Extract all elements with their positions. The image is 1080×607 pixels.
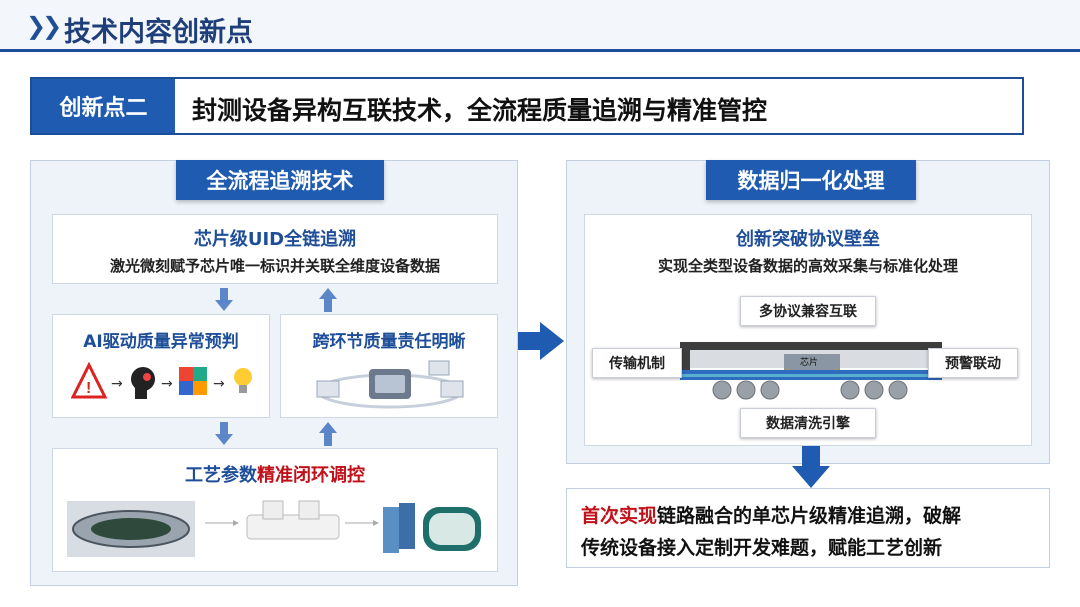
traceability-heading: 全流程追溯技术 xyxy=(176,160,384,200)
arrow-up-icon xyxy=(319,288,337,312)
uid-trace-desc: 激光微刻赋予芯片唯一标识并关联全维度设备数据 xyxy=(109,257,440,275)
chip-network-illustration xyxy=(316,360,464,409)
lightbulb-icon xyxy=(234,368,252,386)
uid-trace-card: 芯片级UID全链追溯 激光微刻赋予芯片唯一标识并关联全维度设备数据 xyxy=(52,214,498,284)
innovation-title: 封测设备异构互联技术，全流程质量追溯与精准管控 xyxy=(192,96,768,125)
protocol-title: 创新突破协议壁垒 xyxy=(736,229,880,250)
process-control-card: 工艺参数精准闭环调控 xyxy=(52,448,498,572)
chip-label: 芯片 xyxy=(800,356,818,368)
arrow-up-icon xyxy=(319,422,337,446)
svg-text:→: → xyxy=(111,376,123,392)
warning-icon xyxy=(71,361,108,399)
process-control-title: 工艺参数精准闭环调控 xyxy=(185,465,365,486)
result-line-1: 首次实现链路融合的单芯片级精准追溯，破解 xyxy=(581,505,962,527)
result-summary-box: 首次实现链路融合的单芯片级精准追溯，破解 传统设备接入定制开发难题，赋能工艺创新 xyxy=(566,488,1050,568)
svg-text:!: ! xyxy=(86,380,91,397)
arrow-right-icon xyxy=(518,322,564,360)
multi-protocol-label: 多协议兼容互联 xyxy=(740,296,876,326)
protocol-card: 创新突破协议壁垒 实现全类型设备数据的高效采集与标准化处理 xyxy=(584,214,1032,446)
responsibility-card: 跨环节质量责任明晰 xyxy=(280,314,498,418)
result-line-2: 传统设备接入定制开发难题，赋能工艺创新 xyxy=(581,537,943,559)
svg-text:→: → xyxy=(213,376,225,392)
ai-flow-illustration: ! → → → xyxy=(71,361,252,399)
ai-quality-card: AI驱动质量异常预判 ! → → → xyxy=(52,314,270,418)
normalization-heading: 数据归一化处理 xyxy=(706,160,916,200)
arrow-down-icon xyxy=(215,288,233,311)
svg-text:→: → xyxy=(161,376,173,392)
arrow-down-icon xyxy=(792,446,830,488)
protocol-desc: 实现全类型设备数据的高效采集与标准化处理 xyxy=(657,257,958,275)
page-header: ❯❯ 技术内容创新点 xyxy=(0,0,1080,52)
innovation-banner: 创新点二 封测设备异构互联技术，全流程质量追溯与精准管控 xyxy=(30,77,1024,135)
responsibility-title: 跨环节质量责任明晰 xyxy=(312,332,466,352)
chip-package-diagram: 芯片 xyxy=(680,342,942,400)
process-equipment-illustration xyxy=(67,500,481,557)
data-cleaning-label: 数据清洗引擎 xyxy=(740,408,876,438)
innovation-tag: 创新点二 xyxy=(32,79,175,133)
ai-quality-title: AI驱动质量异常预判 xyxy=(83,332,239,352)
uid-trace-title: 芯片级UID全链追溯 xyxy=(193,229,357,250)
page-title: 技术内容创新点 xyxy=(64,17,253,48)
arrow-down-icon xyxy=(215,422,233,445)
transport-label: 传输机制 xyxy=(592,348,682,378)
double-chevron-icon: ❯❯ xyxy=(26,12,62,40)
head-icon xyxy=(131,367,155,391)
alert-linkage-label: 预警联动 xyxy=(928,348,1018,378)
